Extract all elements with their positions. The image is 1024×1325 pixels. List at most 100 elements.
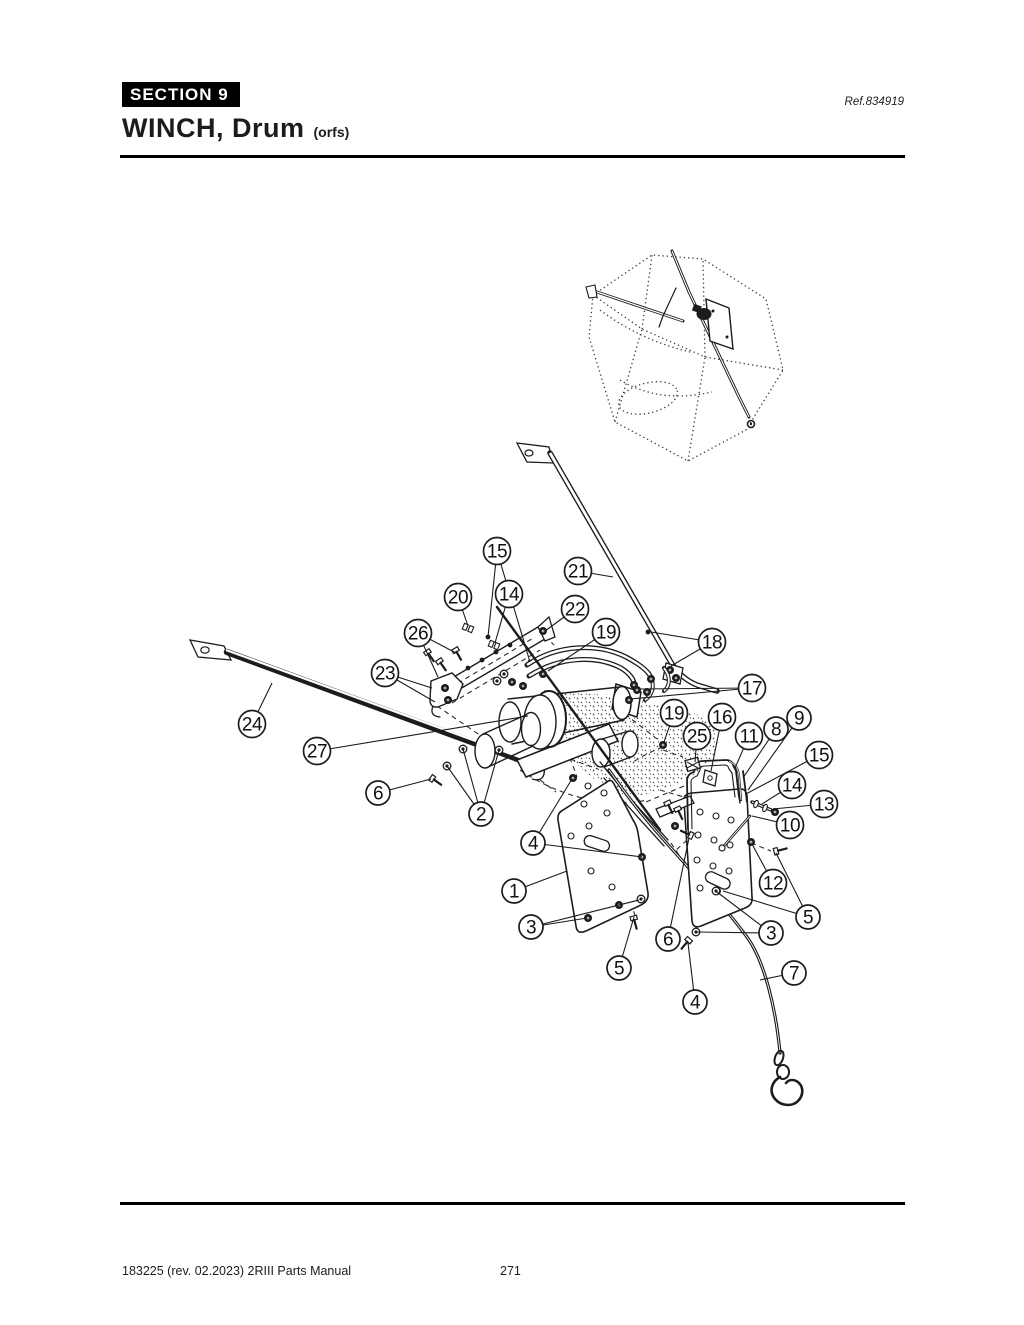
callout-9: 9 bbox=[786, 705, 812, 731]
svg-text:6: 6 bbox=[373, 784, 383, 805]
svg-text:4: 4 bbox=[690, 993, 701, 1014]
callout-2: 2 bbox=[468, 801, 494, 827]
clevis-pin-13 bbox=[750, 799, 779, 816]
svg-text:3: 3 bbox=[766, 924, 776, 945]
pin-10 bbox=[718, 814, 752, 852]
svg-text:19: 19 bbox=[664, 704, 684, 725]
leader-line-6 bbox=[667, 837, 690, 940]
footer-page-number: 271 bbox=[500, 1264, 521, 1278]
page-title: WINCH, Drum(orfs) bbox=[122, 113, 904, 144]
clamp-bracket-23 bbox=[429, 672, 464, 718]
svg-text:2: 2 bbox=[476, 805, 486, 826]
callout-23: 23 bbox=[370, 658, 400, 688]
grommet-19a bbox=[539, 670, 547, 678]
leader-line-27 bbox=[316, 715, 529, 752]
svg-text:8: 8 bbox=[771, 720, 781, 741]
svg-text:18: 18 bbox=[702, 633, 722, 654]
leader-line-15 bbox=[487, 550, 498, 638]
svg-text:25: 25 bbox=[687, 727, 707, 748]
callout-3: 3 bbox=[518, 914, 544, 940]
title-text: WINCH, Drum bbox=[122, 113, 305, 143]
svg-text:10: 10 bbox=[780, 816, 800, 837]
clip-14 bbox=[487, 639, 501, 651]
callout-20: 20 bbox=[443, 582, 473, 612]
callout-13: 13 bbox=[809, 789, 839, 819]
exploded-view bbox=[188, 442, 804, 1107]
callout-7: 7 bbox=[781, 960, 807, 986]
svg-text:20: 20 bbox=[448, 588, 468, 609]
callout-12: 12 bbox=[758, 868, 788, 898]
callout-11: 11 bbox=[734, 721, 764, 751]
callout-19: 19 bbox=[659, 698, 689, 728]
reference-number: Ref.834919 bbox=[844, 96, 904, 108]
svg-text:4: 4 bbox=[528, 834, 539, 855]
svg-text:14: 14 bbox=[499, 585, 520, 606]
bolt-5b bbox=[772, 844, 789, 857]
mount-plate-1 bbox=[557, 774, 649, 933]
callout-6: 6 bbox=[365, 780, 391, 806]
callout-6: 6 bbox=[655, 926, 681, 952]
svg-text:19: 19 bbox=[596, 623, 616, 644]
callout-14: 14 bbox=[494, 579, 524, 609]
svg-text:5: 5 bbox=[803, 908, 813, 929]
svg-text:16: 16 bbox=[712, 708, 732, 729]
leader-line-4 bbox=[532, 842, 643, 858]
svg-text:24: 24 bbox=[242, 715, 263, 736]
grommet-19b bbox=[659, 741, 667, 749]
svg-text:11: 11 bbox=[740, 727, 759, 748]
svg-text:5: 5 bbox=[614, 959, 624, 980]
section-label: SECTION 9 bbox=[122, 82, 240, 107]
callout-15: 15 bbox=[804, 740, 834, 770]
fitting-25 bbox=[684, 756, 702, 773]
callout-17: 17 bbox=[737, 673, 767, 703]
callout-26: 26 bbox=[403, 618, 433, 648]
svg-text:26: 26 bbox=[408, 624, 428, 645]
callout-10: 10 bbox=[775, 810, 805, 840]
callout-27: 27 bbox=[302, 736, 332, 766]
svg-text:7: 7 bbox=[789, 964, 799, 985]
callout-18: 18 bbox=[697, 627, 727, 657]
leader-line-3 bbox=[530, 899, 640, 928]
handle-bar-21 bbox=[515, 442, 720, 694]
inset-winch-rope bbox=[670, 249, 756, 429]
leader-line-17 bbox=[629, 687, 753, 700]
callout-1: 1 bbox=[501, 878, 527, 904]
nut-12 bbox=[747, 838, 755, 846]
svg-text:21: 21 bbox=[568, 562, 588, 583]
callout-21: 21 bbox=[563, 556, 593, 586]
bolt-6a bbox=[427, 773, 445, 789]
callout-8: 8 bbox=[763, 716, 789, 742]
svg-text:1: 1 bbox=[509, 882, 519, 903]
svg-text:17: 17 bbox=[742, 679, 762, 700]
svg-text:15: 15 bbox=[487, 542, 507, 563]
callout-5: 5 bbox=[795, 904, 821, 930]
callout-19: 19 bbox=[591, 617, 621, 647]
svg-text:6: 6 bbox=[663, 930, 673, 951]
callout-14: 14 bbox=[777, 770, 807, 800]
mount-plate-2 bbox=[655, 788, 753, 928]
svg-text:27: 27 bbox=[307, 742, 327, 763]
callout-16: 16 bbox=[707, 702, 737, 732]
bolt-4b bbox=[677, 935, 694, 952]
callout-4: 4 bbox=[682, 989, 708, 1015]
leader-line-17 bbox=[637, 687, 753, 690]
svg-text:12: 12 bbox=[763, 874, 783, 895]
svg-text:22: 22 bbox=[565, 600, 585, 621]
callout-22: 22 bbox=[560, 594, 590, 624]
svg-text:3: 3 bbox=[526, 918, 536, 939]
callout-25: 25 bbox=[682, 721, 712, 751]
svg-text:15: 15 bbox=[809, 746, 829, 767]
inset-winch-assembly bbox=[658, 287, 734, 351]
svg-text:14: 14 bbox=[782, 776, 803, 797]
leader-line-9 bbox=[747, 717, 800, 791]
callout-15: 15 bbox=[482, 536, 512, 566]
machine-location-inset bbox=[585, 249, 784, 462]
footer-document-id: 183225 (rev. 02.2023) 2RIII Parts Manual bbox=[122, 1264, 352, 1278]
svg-text:13: 13 bbox=[814, 795, 834, 816]
callout-5: 5 bbox=[606, 955, 632, 981]
rod-11 bbox=[727, 759, 743, 802]
inset-handle-bar bbox=[585, 284, 685, 323]
leader-line-5 bbox=[722, 890, 809, 918]
